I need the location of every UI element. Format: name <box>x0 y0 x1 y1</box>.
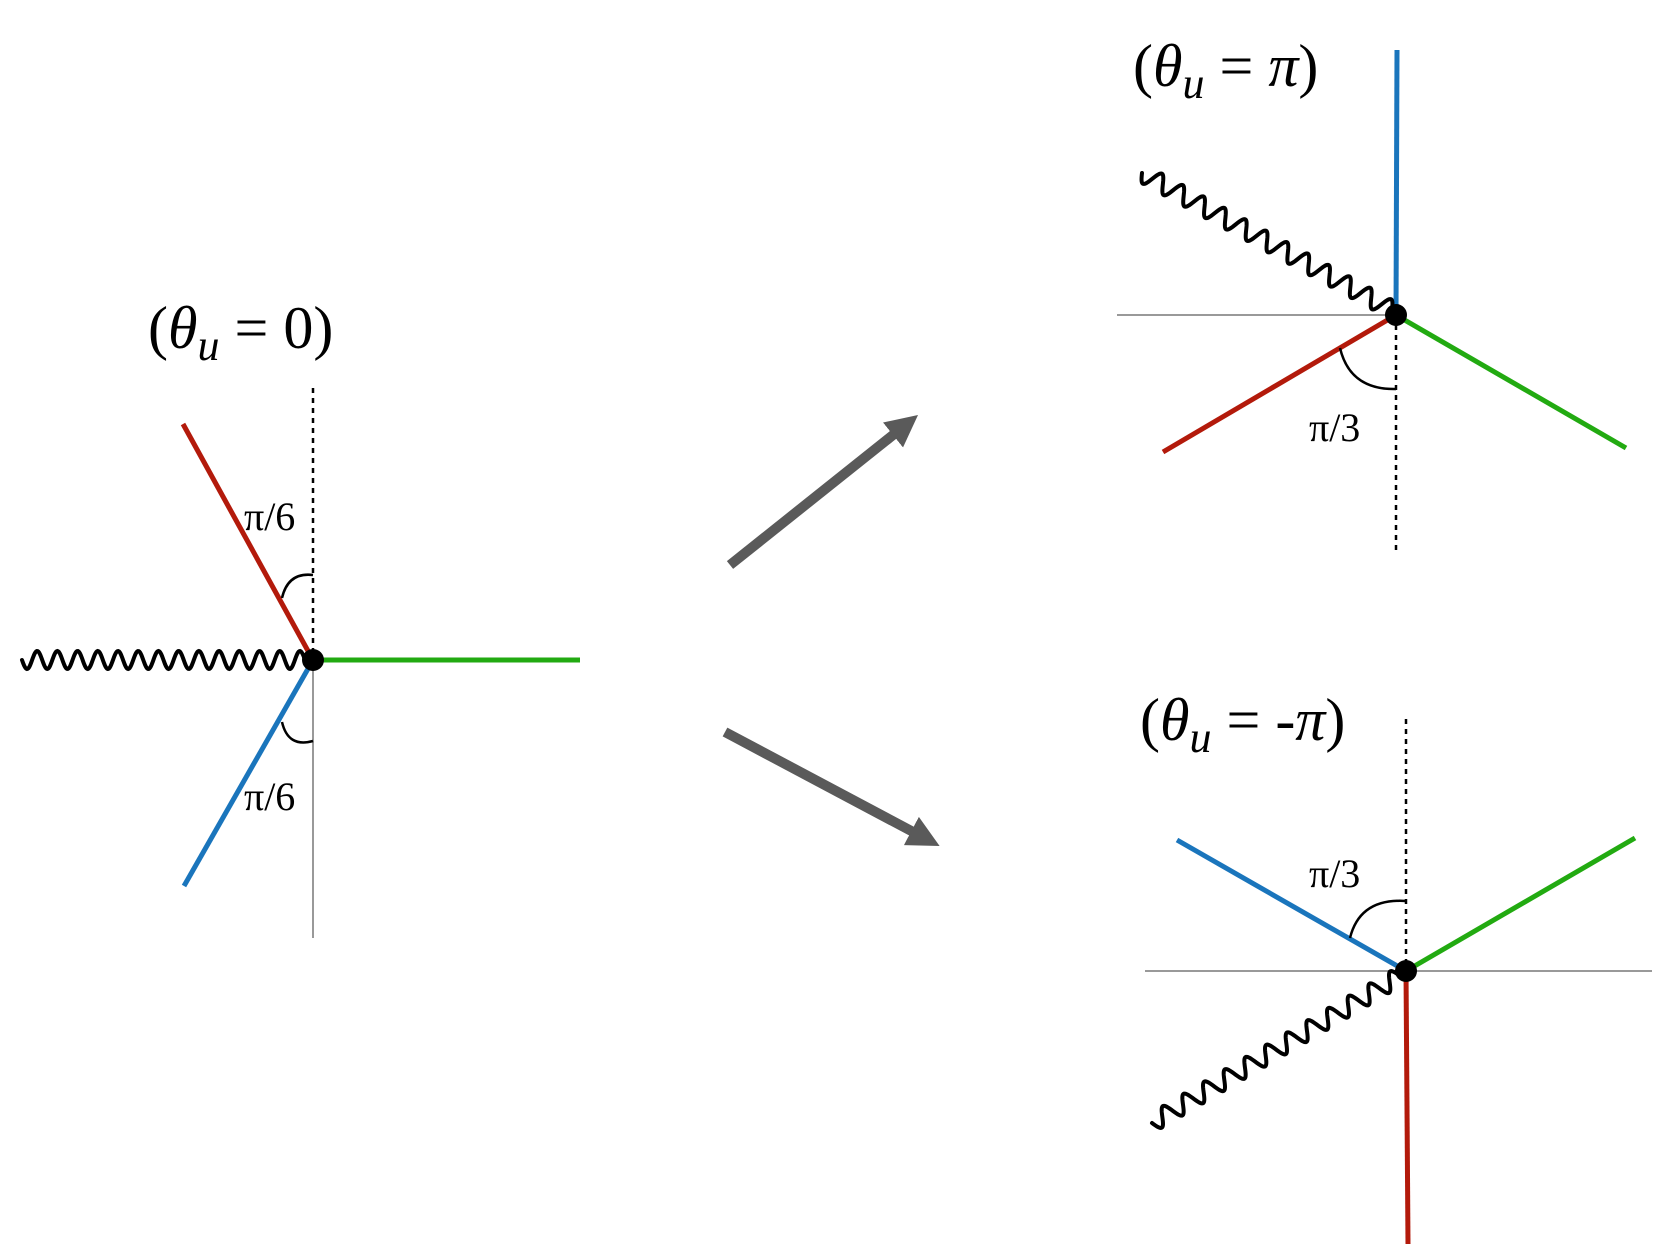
title-open-paren: ( <box>1133 33 1153 99</box>
arrow-to-bottom-panel <box>722 727 940 847</box>
red-branch <box>1403 970 1411 1245</box>
wavy-line-icon <box>20 648 307 672</box>
vertex-dot <box>1395 960 1417 982</box>
wavy-line-icon <box>1139 171 1395 312</box>
green-branch <box>1394 312 1628 451</box>
title-open-paren: ( <box>1140 687 1160 753</box>
angle-label-upper: π/6 <box>244 494 296 539</box>
angle-label: π/3 <box>1309 851 1361 896</box>
wavy-line-icon <box>1150 969 1402 1130</box>
vertex-dot <box>302 649 324 671</box>
panel-title-theta-pi: (θu = π) <box>1133 33 1319 106</box>
title-equals: = <box>1204 33 1269 99</box>
panel-title-theta-zero: (θu = 0) <box>148 295 334 368</box>
angle-arc <box>1338 347 1397 391</box>
title-equals: = <box>219 295 284 361</box>
title-value: π <box>1268 33 1299 99</box>
panel-title-theta-minus-pi: (θu = -π) <box>1140 687 1346 760</box>
title-equals: = <box>1211 687 1276 753</box>
panel-theta-pi <box>1117 49 1628 552</box>
blue-branch <box>1393 49 1400 316</box>
title-subscript: u <box>197 321 220 370</box>
panel-theta-zero <box>20 388 580 938</box>
angle-label-lower: π/6 <box>244 774 296 819</box>
title-subscript: u <box>1189 713 1212 762</box>
title-value: -π <box>1275 687 1326 753</box>
angle-arc-upper <box>280 573 314 599</box>
blue-branch <box>181 658 316 888</box>
title-subscript: u <box>1182 59 1205 108</box>
title-close-paren: ) <box>313 295 334 361</box>
title-theta: θ <box>1159 687 1190 753</box>
green-branch <box>1404 835 1637 974</box>
blue-branch <box>1175 837 1408 974</box>
arrow-to-top-panel <box>726 415 919 569</box>
panel-theta-minus-pi <box>1145 719 1652 1245</box>
title-close-paren: ) <box>1325 687 1346 753</box>
title-theta: θ <box>1152 33 1183 99</box>
angle-arc-lower <box>280 721 314 744</box>
title-theta: θ <box>167 295 198 361</box>
title-open-paren: ( <box>148 295 168 361</box>
angle-label: π/3 <box>1309 405 1361 450</box>
red-branch <box>180 422 316 662</box>
vertex-dot <box>1385 304 1407 326</box>
title-value: 0 <box>283 295 314 361</box>
angle-arc <box>1348 899 1407 939</box>
red-branch <box>1161 312 1398 455</box>
title-close-paren: ) <box>1298 33 1319 99</box>
